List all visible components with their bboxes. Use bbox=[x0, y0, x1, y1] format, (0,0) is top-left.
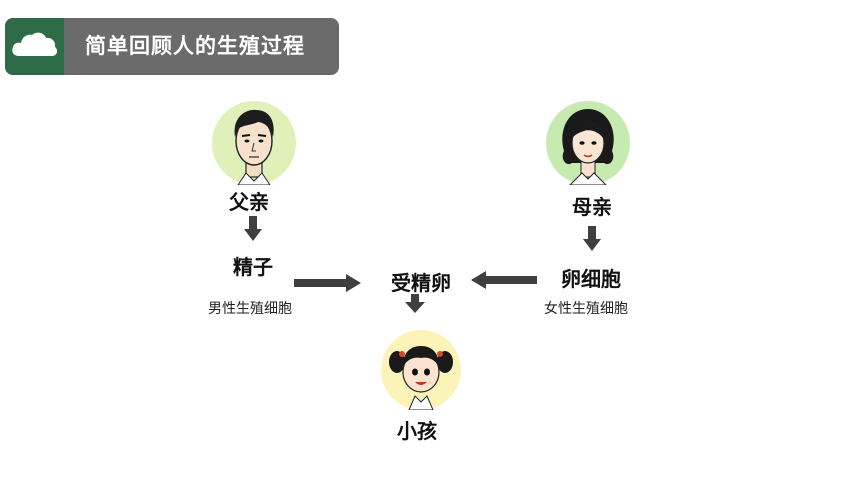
mother-portrait bbox=[546, 101, 630, 185]
female-cell-caption: 女性生殖细胞 bbox=[544, 301, 628, 317]
arrow-mother-to-egg bbox=[583, 226, 601, 252]
sperm-label: 精子 bbox=[233, 255, 273, 279]
cloud-icon bbox=[12, 32, 58, 56]
father-portrait bbox=[212, 101, 296, 185]
zygote-label: 受精卵 bbox=[391, 271, 451, 295]
egg-label: 卵细胞 bbox=[561, 267, 621, 291]
title-banner: 简单回顾人的生殖过程 bbox=[5, 18, 339, 75]
arrow-father-to-sperm bbox=[244, 216, 262, 242]
page-title: 简单回顾人的生殖过程 bbox=[85, 34, 305, 58]
mother-label: 母亲 bbox=[572, 195, 612, 219]
arrow-sperm-to-zygote bbox=[294, 273, 362, 293]
father-label: 父亲 bbox=[229, 190, 269, 214]
child-label: 小孩 bbox=[397, 419, 437, 443]
child-portrait bbox=[381, 330, 461, 410]
male-cell-caption: 男性生殖细胞 bbox=[208, 301, 292, 317]
icon-box bbox=[5, 18, 64, 75]
arrow-egg-to-zygote bbox=[471, 270, 537, 290]
arrow-zygote-to-child bbox=[405, 294, 425, 314]
